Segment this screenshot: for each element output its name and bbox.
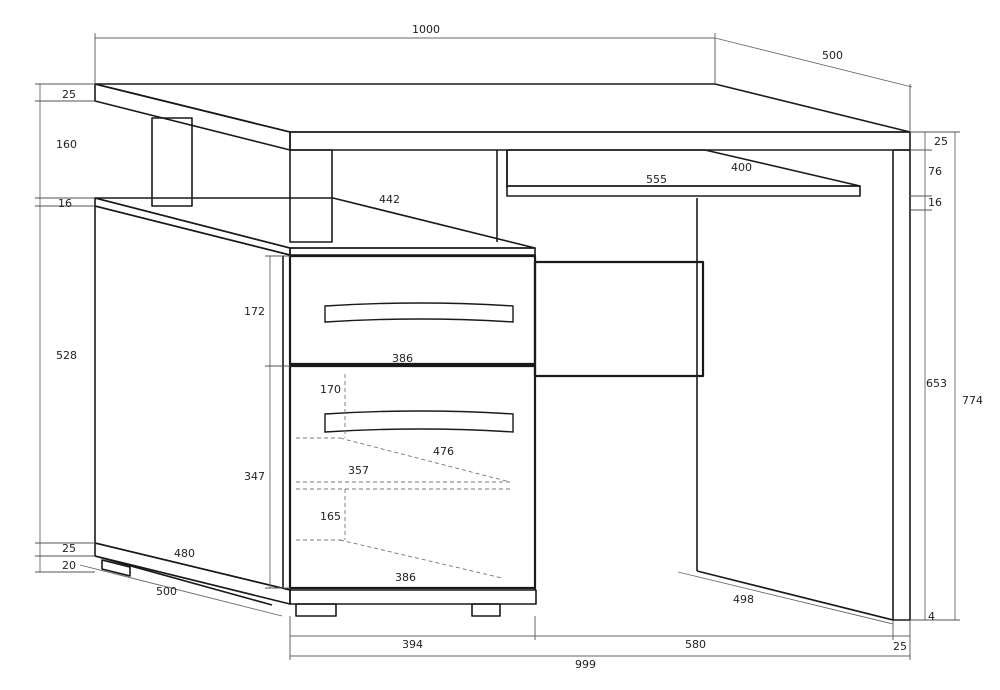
- drawer-2-handle: [324, 410, 514, 433]
- right-side-panel: [892, 149, 911, 621]
- keyboard-shelf-front: [506, 185, 861, 197]
- label-cabinet-depth: 500: [156, 585, 177, 598]
- right-panel-bottom-edge: [696, 570, 894, 621]
- label-bottom-knee-width: 580: [685, 638, 706, 651]
- keyboard-shelf: [506, 149, 861, 187]
- cabinet-foot-back: [101, 559, 131, 577]
- label-keyboard-shelf-width: 555: [646, 173, 667, 186]
- drawer-2-front: [288, 364, 537, 590]
- label-top-thick-left: 25: [62, 88, 76, 101]
- label-drawer-depth: 476: [433, 445, 454, 458]
- label-total-height: 774: [962, 394, 983, 407]
- label-bottom-leg-thick: 25: [893, 640, 907, 653]
- label-gap-right: 76: [928, 165, 942, 178]
- label-cabinet-side-depth: 480: [174, 547, 195, 560]
- label-drawer2-inner-height: 170: [320, 383, 341, 396]
- cabinet-top-shelf-front: [289, 247, 536, 256]
- cabinet-left-side: [94, 205, 291, 591]
- desktop-front-face: [289, 131, 911, 151]
- label-top-depth: 500: [822, 49, 843, 62]
- label-cabinet-height: 528: [56, 349, 77, 362]
- label-upper-shelf-depth: 442: [379, 193, 400, 206]
- front-post-left: [289, 149, 333, 243]
- label-cabinet-lower-height: 347: [244, 470, 265, 483]
- label-upper-height: 160: [56, 138, 77, 151]
- label-keyboard-shelf-depth: 400: [731, 161, 752, 174]
- back-post-left: [151, 117, 193, 207]
- drawer-1-handle: [324, 302, 514, 323]
- label-bottom-total: 999: [575, 658, 596, 671]
- cabinet-foot-left: [295, 603, 337, 617]
- label-foot-right: 4: [928, 610, 935, 623]
- label-inner-shelf-width: 357: [348, 464, 369, 477]
- label-top-width: 1000: [412, 23, 440, 36]
- dim-line-leg-depth: [677, 571, 894, 625]
- label-bottom-inner-height: 165: [320, 510, 341, 523]
- cabinet-base-bottom: [94, 555, 273, 606]
- label-bottom-cabinet-width: 394: [402, 638, 423, 651]
- label-leg-height: 653: [926, 377, 947, 390]
- label-drawer-width-top: 386: [392, 352, 413, 365]
- dim-line-cabinet-depth: [79, 564, 283, 617]
- cabinet-base-side: [94, 542, 291, 605]
- hidden-bottom-depth: [339, 539, 503, 579]
- label-drawer-width-bottom: 386: [395, 571, 416, 584]
- label-base-left: 25: [62, 542, 76, 555]
- hidden-drawer-depth: [339, 437, 511, 483]
- modesty-panel: [533, 260, 705, 378]
- label-right-leg-depth: 498: [733, 593, 754, 606]
- dim-line-top-depth: [714, 37, 913, 88]
- cabinet-plinth: [289, 589, 537, 605]
- label-shelf-thick-left: 16: [58, 197, 72, 210]
- label-shelf-thick-right: 16: [928, 196, 942, 209]
- desktop-top-surface: [94, 83, 911, 133]
- cabinet-foot-right: [471, 603, 501, 617]
- label-drawer1-height: 172: [244, 305, 265, 318]
- label-feet-left: 20: [62, 559, 76, 572]
- label-top-thick-right: 25: [934, 135, 948, 148]
